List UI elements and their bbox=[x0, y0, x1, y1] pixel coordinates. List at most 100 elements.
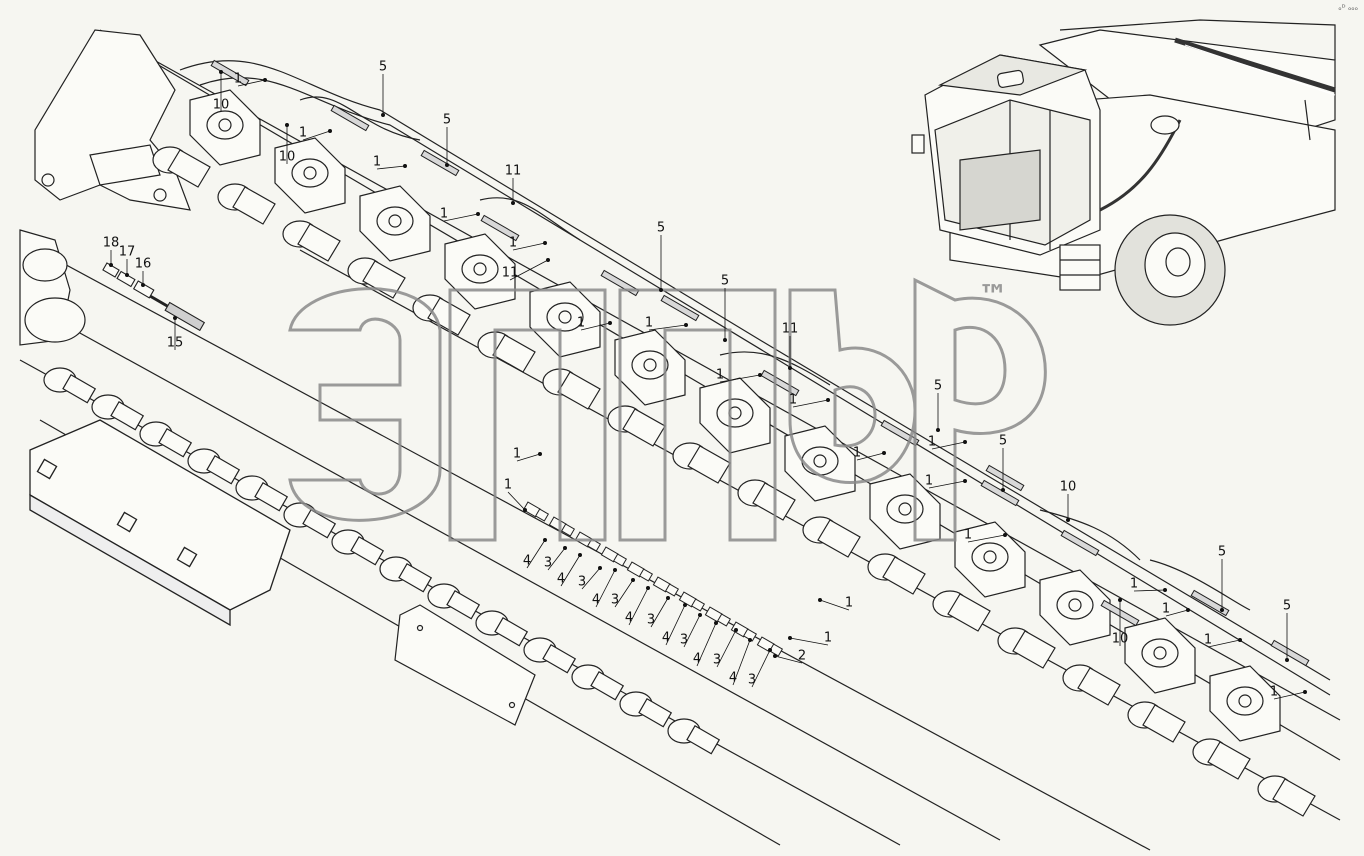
callout-label: 3 bbox=[577, 574, 587, 590]
callout-label: 1 bbox=[788, 392, 798, 408]
line-tube bbox=[158, 427, 193, 458]
leader-line bbox=[856, 452, 885, 461]
leader-dot bbox=[262, 78, 267, 83]
leader-dot bbox=[613, 568, 618, 573]
leader-dot bbox=[734, 628, 739, 633]
cylinder-body bbox=[1272, 778, 1316, 817]
callout-label: 5 bbox=[1282, 598, 1292, 614]
valve-bore bbox=[643, 358, 657, 372]
leader-line bbox=[792, 399, 829, 408]
line-tube bbox=[254, 481, 289, 512]
leader-dot bbox=[140, 282, 145, 287]
leader-dot bbox=[543, 240, 548, 245]
valve-bore bbox=[1153, 646, 1167, 660]
leader-line bbox=[732, 639, 751, 686]
leader-line bbox=[628, 587, 649, 626]
callout-label: 10 bbox=[1111, 631, 1129, 647]
leader-line bbox=[719, 374, 761, 383]
leader-line bbox=[967, 534, 1006, 543]
seal-fitting bbox=[638, 568, 654, 582]
valve-bore bbox=[388, 214, 402, 228]
cylinder-body bbox=[167, 149, 211, 188]
corner-mark: ₒᴰ ₒₒₒ bbox=[1338, 3, 1358, 12]
callout-label: 3 bbox=[747, 672, 757, 688]
leader-dot bbox=[936, 427, 941, 432]
leader-dot bbox=[608, 320, 613, 325]
seal-fitting bbox=[768, 643, 784, 657]
callout-label: 4 bbox=[728, 670, 738, 686]
leader-line bbox=[516, 453, 541, 462]
leader-dot bbox=[826, 397, 831, 402]
leader-dot bbox=[683, 603, 688, 608]
leader-line bbox=[547, 547, 566, 571]
leader-dot bbox=[818, 598, 823, 603]
callout-label: 5 bbox=[378, 59, 388, 75]
leader-dot bbox=[748, 638, 753, 643]
cylinder-body bbox=[882, 556, 926, 595]
leader-dot bbox=[538, 451, 543, 456]
callout-leaders bbox=[109, 70, 1308, 700]
cylinder-body bbox=[297, 223, 341, 262]
callout-label: 11 bbox=[501, 265, 519, 281]
leader-dot bbox=[218, 70, 223, 75]
leader-dot bbox=[666, 596, 671, 601]
cylinder-body bbox=[492, 334, 536, 373]
leader-dot bbox=[1285, 658, 1290, 663]
cylinder-body bbox=[1077, 667, 1121, 706]
callout-label: 1 bbox=[644, 315, 654, 331]
leader-dot bbox=[1238, 638, 1243, 643]
callout-label: 1 bbox=[924, 473, 934, 489]
valve-bore bbox=[1068, 598, 1082, 612]
cylinder-body bbox=[947, 593, 991, 632]
line-tube bbox=[686, 724, 721, 755]
callout-label: 11 bbox=[781, 321, 799, 337]
callout-label: 1 bbox=[844, 595, 854, 611]
leader-dot bbox=[578, 553, 583, 558]
callout-label: 1 bbox=[823, 630, 833, 646]
cylinder-body bbox=[817, 519, 861, 558]
leader-dot bbox=[758, 372, 763, 377]
leader-line bbox=[696, 622, 717, 667]
seal-fitting bbox=[716, 613, 732, 627]
hose-path bbox=[199, 77, 1331, 696]
lower-hydraulic-line bbox=[43, 367, 721, 755]
cylinder-body bbox=[1012, 630, 1056, 669]
line-tube bbox=[206, 454, 241, 485]
callout-label: 10 bbox=[278, 149, 296, 165]
leader-line bbox=[595, 569, 616, 608]
callout-label: 1 bbox=[927, 434, 937, 450]
callout-label: 1 bbox=[1269, 684, 1279, 700]
leader-line bbox=[443, 213, 479, 222]
callout-label: 5 bbox=[1217, 544, 1227, 560]
leader-dot bbox=[714, 621, 719, 626]
leader-line bbox=[614, 579, 634, 608]
leader-line bbox=[931, 441, 966, 450]
inlet-fitting-string bbox=[102, 262, 206, 332]
callout-label: 5 bbox=[720, 273, 730, 289]
leader-dot bbox=[543, 538, 548, 543]
callout-label: 3 bbox=[712, 652, 722, 668]
leader-dot bbox=[1186, 608, 1191, 613]
valve-block-row bbox=[189, 89, 1281, 742]
valve-bore bbox=[983, 550, 997, 564]
callout-label: 16 bbox=[134, 256, 152, 272]
leader-line bbox=[302, 130, 331, 141]
cylinder-row bbox=[152, 146, 1316, 817]
sleeve bbox=[420, 149, 460, 177]
leader-dot bbox=[684, 322, 689, 327]
cylinder-body bbox=[622, 408, 666, 447]
leader-line bbox=[1165, 609, 1189, 617]
line-tube bbox=[590, 670, 625, 701]
valve-bore bbox=[558, 310, 572, 324]
leader-line bbox=[512, 242, 546, 251]
callout-label: 5 bbox=[656, 220, 666, 236]
leader-dot bbox=[444, 162, 449, 167]
callout-label: 2 bbox=[797, 648, 807, 664]
leader-line bbox=[751, 649, 771, 688]
hose-path bbox=[1149, 559, 1251, 611]
mounting-bracket bbox=[34, 29, 191, 211]
sleeve bbox=[210, 59, 250, 87]
leader-line bbox=[1133, 589, 1166, 592]
callout-label: 3 bbox=[646, 612, 656, 628]
